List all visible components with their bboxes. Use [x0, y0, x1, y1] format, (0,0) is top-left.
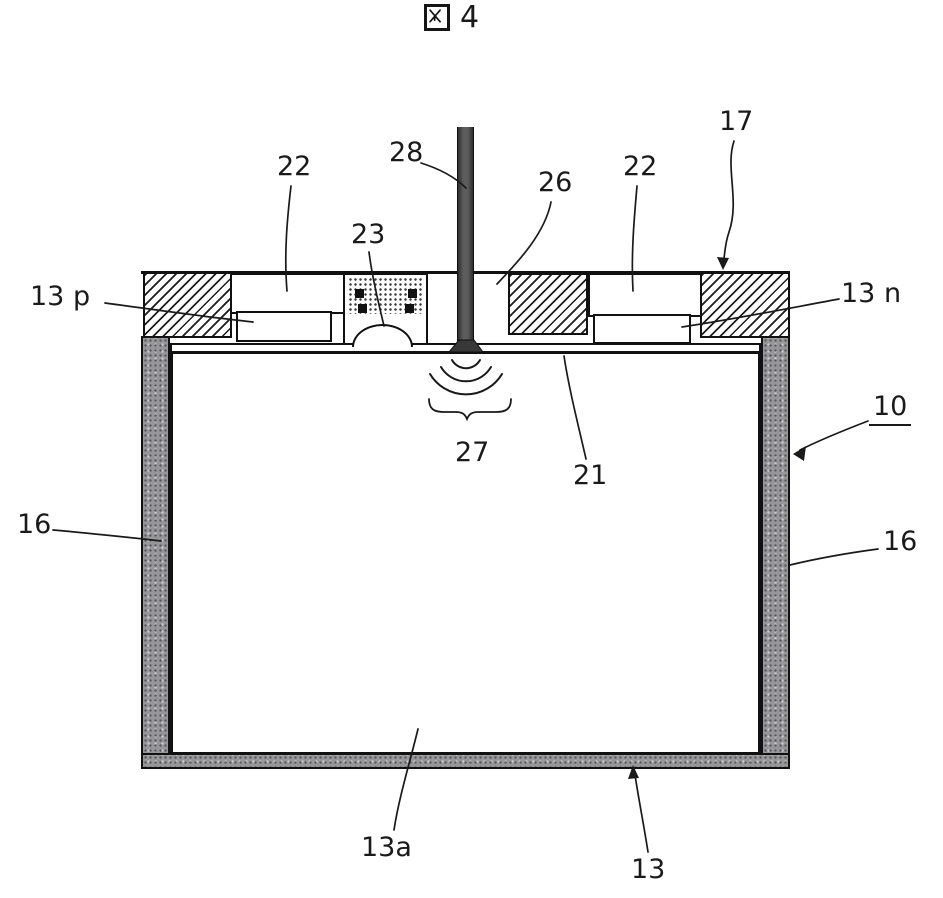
callout-13n: 13 n: [841, 278, 902, 309]
arrowhead-10: [793, 446, 806, 461]
callout-21: 21: [573, 460, 608, 491]
callout-27: 27: [455, 437, 490, 468]
can-interior: [170, 351, 761, 755]
callout-22-right: 22: [623, 151, 658, 182]
gasket-dot-2: [408, 289, 417, 298]
callout-28: 28: [389, 137, 424, 168]
lid-hatch-right: [700, 272, 790, 338]
callout-13p: 13 p: [30, 281, 91, 312]
callout-10: 10: [869, 392, 912, 427]
leader-line-16-right: [789, 548, 879, 566]
callout-23: 23: [351, 219, 386, 250]
electrode-rod-28: [457, 127, 474, 352]
callout-22-left: 22: [277, 151, 312, 182]
terminal-plate-13n: [593, 314, 691, 344]
callout-13a: 13a: [361, 832, 412, 863]
spacer-left-22: [230, 273, 345, 314]
callout-17: 17: [719, 106, 754, 137]
gasket-dot-3: [358, 304, 367, 313]
callout-16-left: 16: [17, 509, 52, 540]
gasket-dot-4: [405, 304, 414, 313]
figure-title-number: 4: [460, 0, 480, 35]
callout-16-right: 16: [883, 526, 918, 557]
arrowhead-17: [717, 257, 729, 270]
can-right-wall: [761, 336, 790, 757]
leader-line-13: [634, 774, 649, 853]
callout-26: 26: [538, 167, 573, 198]
terminal-plate-13p: [236, 311, 332, 342]
leader-line-17: [723, 140, 735, 259]
can-bottom-wall: [141, 753, 790, 769]
lid-hatch-center: [508, 273, 588, 335]
kanji-zu-glyph: [424, 4, 450, 31]
can-left-wall: [141, 336, 170, 757]
figure-title: 4: [424, 0, 479, 35]
spacer-right-22: [588, 273, 702, 317]
lid-hatch-left: [143, 272, 232, 338]
leader-line-10: [799, 420, 869, 451]
callout-13: 13: [631, 854, 666, 885]
gasket-dot-1: [355, 289, 364, 298]
